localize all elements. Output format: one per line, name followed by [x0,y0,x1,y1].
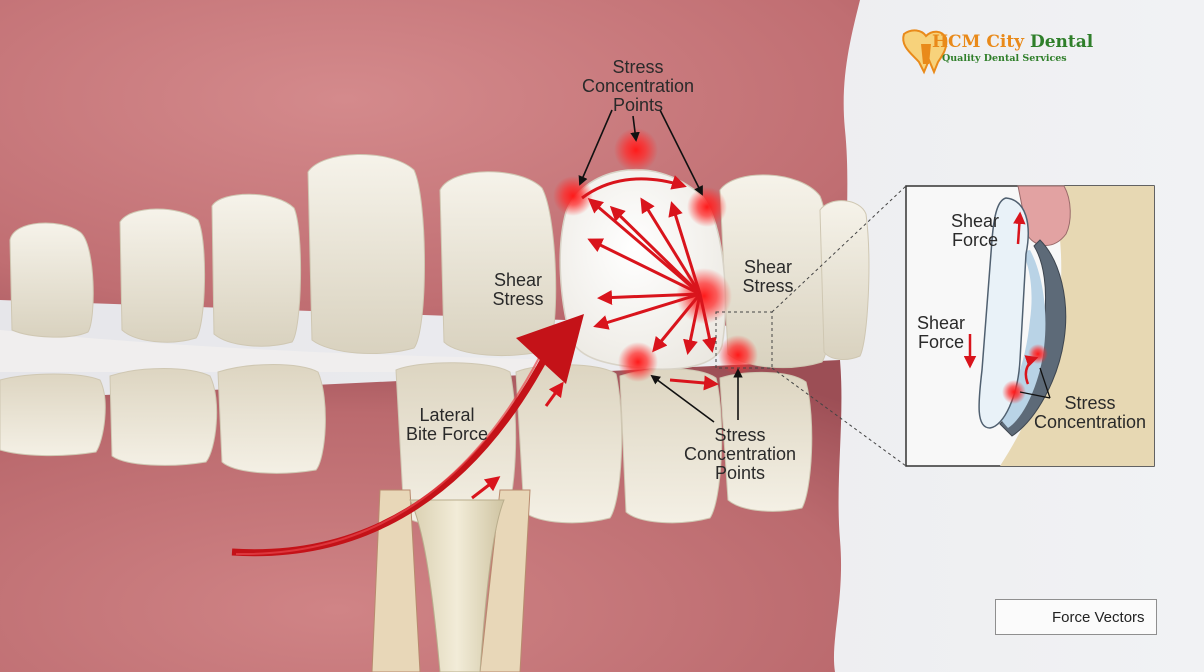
lower-teeth [0,362,813,527]
internal-force-vectors [581,175,719,391]
inset-label-stress-concentration: Stress Concentration [1033,393,1147,432]
brand-logo: HCM City Dental Quality Dental Services [900,30,1100,70]
inset-label-shear-force-mid: Shear Force [916,313,966,352]
stress-hotspots [553,128,758,382]
label-shear-stress-left: Shear Stress [492,270,544,309]
inset-panel [905,185,1155,467]
label-lateral-bite-force: Lateral Bite Force [405,405,489,444]
brand-tagline: Quality Dental Services [942,53,1067,64]
lateral-bite-force-arrow [231,314,584,557]
brand-name-part2: Dental [1029,32,1094,52]
inset-callout-lines [715,185,907,467]
legend-label: Force Vectors [1052,609,1145,626]
upper-teeth [9,154,870,369]
legend: Force Vectors [995,599,1157,635]
inset-label-shear-force-top: Shear Force [950,211,1000,250]
mouth-gap [0,330,560,372]
root-cross-section [371,489,531,672]
label-top-stress-concentration: Stress Concentration Points [581,57,695,115]
leader-arrows [578,109,743,423]
brand-name-part1: HCM City [932,32,1025,52]
label-shear-stress-right: Shear Stress [742,257,794,296]
label-bottom-stress-concentration: Stress Concentration Points [683,425,797,483]
brand-name: HCM City Dental [932,32,1093,52]
tooth-implant-icon [902,29,948,75]
